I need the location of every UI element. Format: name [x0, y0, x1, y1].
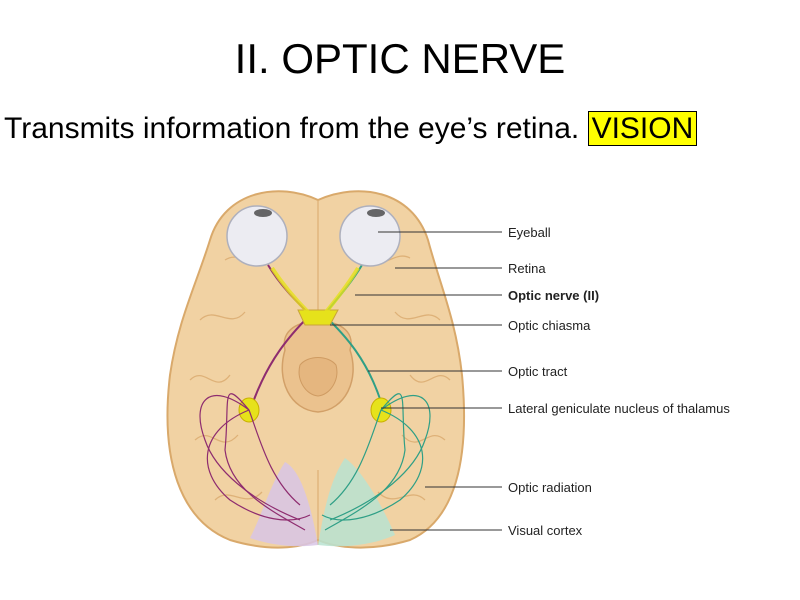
label-retina: Retina: [508, 261, 546, 276]
label-lgn: Lateral geniculate nucleus of thalamus: [508, 401, 730, 416]
label-optic-nerve: Optic nerve (II): [508, 288, 599, 303]
slide-subtitle: Transmits information from the eye’s ret…: [4, 111, 698, 146]
pons-detail: [298, 357, 338, 397]
subtitle-text: Transmits information from the eye’s ret…: [4, 112, 580, 145]
right-eyeball: [339, 205, 401, 267]
label-optic-radiation: Optic radiation: [508, 480, 592, 495]
slide-title: II. OPTIC NERVE: [234, 35, 566, 82]
subtitle-highlight: VISION: [587, 111, 698, 146]
right-visual-cortex: [318, 458, 395, 547]
right-optic-radiation: [321, 393, 431, 531]
label-optic-tract: Optic tract: [508, 364, 568, 379]
optic-nerve-fill: [270, 266, 360, 314]
label-visual-cortex: Visual cortex: [508, 523, 583, 538]
brain-gyri: [189, 200, 451, 545]
left-eyeball: [226, 205, 288, 267]
label-eyeball: Eyeball: [508, 225, 551, 240]
left-visual-cortex: [250, 462, 318, 547]
left-optic-radiation: [199, 393, 311, 531]
label-optic-chiasma: Optic chiasma: [508, 318, 591, 333]
